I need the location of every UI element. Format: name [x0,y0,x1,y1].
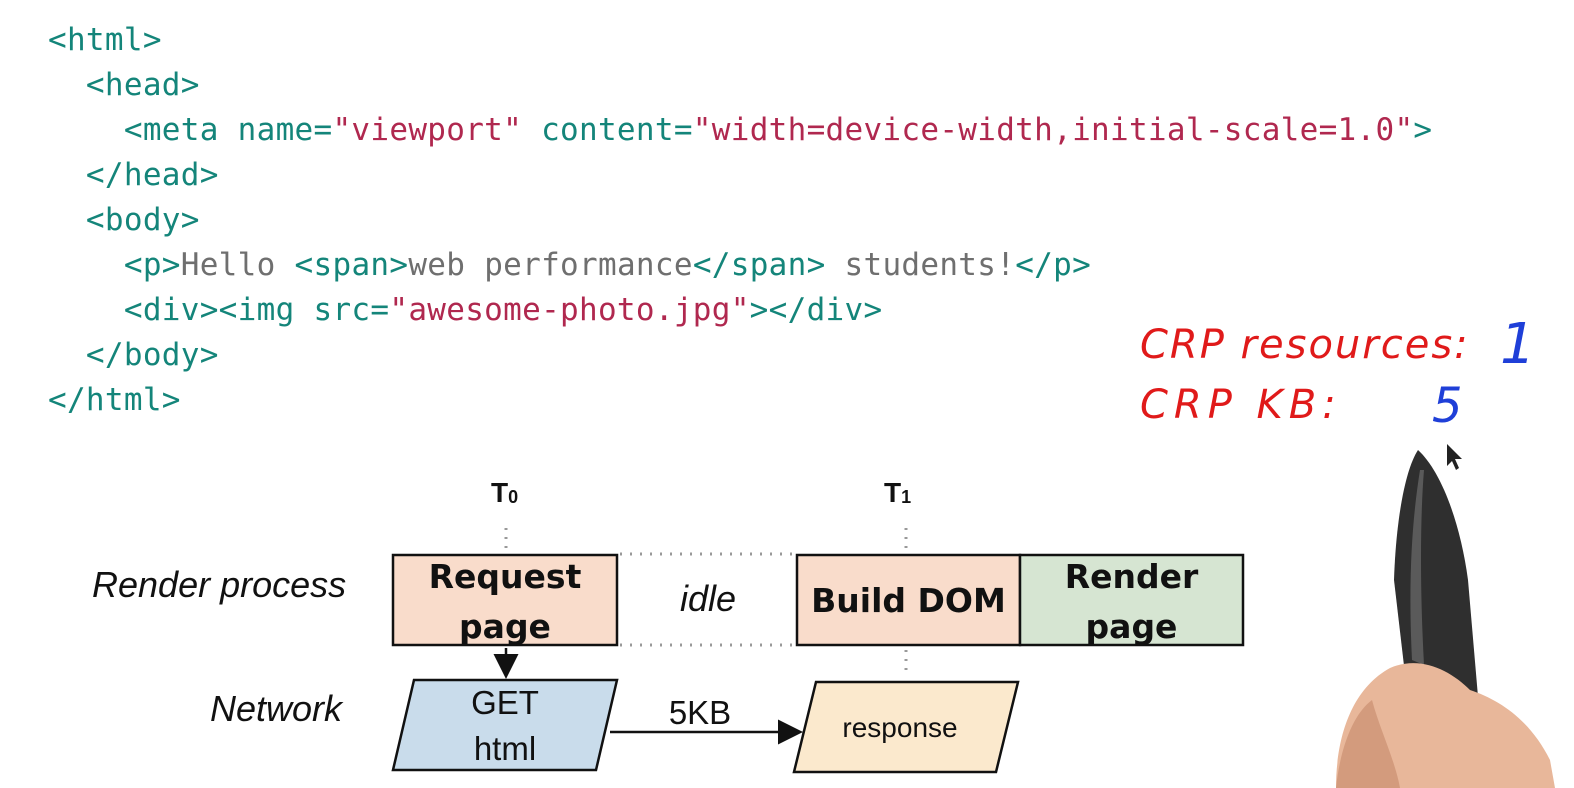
t0-label: T0 [491,477,518,509]
render-page-text: Render page [1064,557,1199,646]
network-row-label: Network [210,688,343,729]
code-line: <meta name="viewport" content="width=dev… [48,108,1432,153]
code-token-tag: <p> [48,247,181,283]
code-token-txt: students! [825,247,1016,283]
crp-kb-value: 5 [1432,378,1463,434]
build-dom-text: Build DOM [811,581,1006,620]
code-token-tag: <head> [48,67,200,103]
get-html-text: GET html [471,684,539,767]
crp-resources-value: 1 [1500,312,1536,377]
t1-label: T1 [884,477,911,509]
code-token-tag: </head> [48,157,219,193]
code-token-tag: <span> [294,247,409,283]
cursor-icon [1447,444,1462,470]
code-token-str: "viewport" [332,112,523,148]
code-line: </body> [48,333,1432,378]
render-process-row-label: Render process [92,564,347,605]
code-token-str: "awesome-photo.jpg" [389,292,750,328]
t0-main: T [491,477,509,508]
code-line: </head> [48,153,1432,198]
request-page-text: Request page [428,557,582,646]
size-label: 5KB [668,694,732,731]
code-line: <p>Hello <span>web performance</span> st… [48,243,1432,288]
code-token-tag: <meta name= [48,112,333,148]
t0-sub: 0 [508,487,519,507]
crp-kb-label: CRP KB: [1140,382,1342,428]
code-token-tag: ></div> [749,292,883,328]
code-token-tag: </span> [692,247,826,283]
code-token-tag: > [1413,112,1433,148]
response-text: response [842,712,958,743]
code-token-tag: <html> [48,22,162,58]
pen-highlight [1410,470,1424,665]
code-token-tag: content= [522,112,693,148]
code-line: <body> [48,198,1432,243]
idle-text: idle [679,578,737,619]
code-token-str: "width=device-width,initial-scale=1.0" [692,112,1414,148]
code-line: <head> [48,63,1432,108]
code-token-txt: Hello [180,247,295,283]
hand-shadow [1336,700,1400,788]
code-token-tag: </body> [48,337,219,373]
code-line: <html> [48,18,1432,63]
code-token-txt: web performance [408,247,693,283]
code-line: <div><img src="awesome-photo.jpg"></div> [48,288,1432,333]
code-token-tag: <div><img src= [48,292,390,328]
crp-resources-label: CRP resources: [1140,322,1470,368]
code-line: </html> [48,378,1432,423]
code-token-tag: </html> [48,382,181,418]
code-token-tag: </p> [1015,247,1092,283]
code-token-tag: <body> [48,202,200,238]
t1-main: T [884,477,902,508]
t1-sub: 1 [901,487,912,507]
code-block: <html> <head> <meta name="viewport" cont… [48,18,1432,423]
